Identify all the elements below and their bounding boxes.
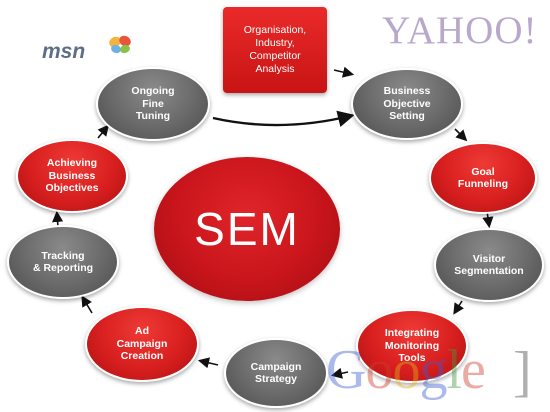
arrow-ongoing-to-business-objective: [212, 110, 355, 127]
node-visitor-segmentation-label: Visitor Segmentation: [454, 252, 524, 278]
arrow-visitor-to-integrating: [453, 300, 465, 315]
google-logo: Google: [326, 338, 486, 402]
organisation-analysis-box: Organisation, Industry, Competitor Analy…: [223, 7, 327, 93]
arrow-integrating-to-campaign: [330, 367, 349, 379]
node-achieving-business-objectives: Achieving Business Objectives: [16, 139, 128, 213]
node-integrating-monitoring-tools-label: Integrating Monitoring Tools: [384, 327, 440, 365]
arrow-campaign-to-ad: [197, 357, 219, 369]
node-ad-campaign-creation-label: Ad Campaign Creation: [116, 325, 168, 363]
node-ongoing-fine-tuning-label: Ongoing Fine Tuning: [131, 85, 175, 123]
google-letter: l: [446, 339, 462, 401]
google-letter: g: [419, 339, 447, 401]
node-achieving-business-objectives-label: Achieving Business Objectives: [45, 157, 99, 195]
yahoo-logo: YAHOO!: [382, 9, 538, 52]
node-campaign-strategy: Campaign Strategy: [224, 338, 328, 408]
msn-butterfly-icon: [109, 35, 131, 54]
node-business-objective-setting: Business Objective Setting: [351, 68, 463, 140]
arrow-box-to-business-objective: [333, 66, 355, 78]
node-tracking-reporting-label: Tracking & Reporting: [32, 249, 94, 275]
arrow-business-objective-to-goal: [454, 128, 468, 142]
google-letter: o: [365, 339, 393, 401]
node-business-objective-setting-label: Business Objective Setting: [383, 85, 431, 123]
msn-logo: msn: [42, 35, 131, 64]
msn-logo-text: msn: [42, 40, 86, 63]
sem-center-circle: SEM: [154, 157, 340, 301]
arrow-ad-to-tracking: [81, 295, 93, 314]
organisation-analysis-label: Organisation, Industry, Competitor Analy…: [243, 24, 307, 75]
arrow-tracking-to-achieving: [52, 210, 64, 228]
node-goal-funneling-label: Goal Funneling: [457, 165, 509, 191]
node-goal-funneling: Goal Funneling: [429, 142, 537, 214]
google-letter: o: [392, 339, 420, 401]
arrow-achieving-to-ongoing: [97, 124, 110, 139]
node-ad-campaign-creation: Ad Campaign Creation: [85, 306, 199, 382]
node-ongoing-fine-tuning: Ongoing Fine Tuning: [96, 67, 210, 141]
google-logo-bracket: ]: [513, 341, 532, 403]
google-letter: e: [461, 339, 486, 401]
google-letter: G: [326, 339, 366, 401]
node-visitor-segmentation: Visitor Segmentation: [434, 228, 544, 302]
node-campaign-strategy-label: Campaign Strategy: [250, 360, 302, 386]
sem-center-label: SEM: [194, 203, 300, 255]
node-integrating-monitoring-tools: Integrating Monitoring Tools: [356, 309, 468, 383]
node-tracking-reporting: Tracking & Reporting: [7, 225, 119, 299]
